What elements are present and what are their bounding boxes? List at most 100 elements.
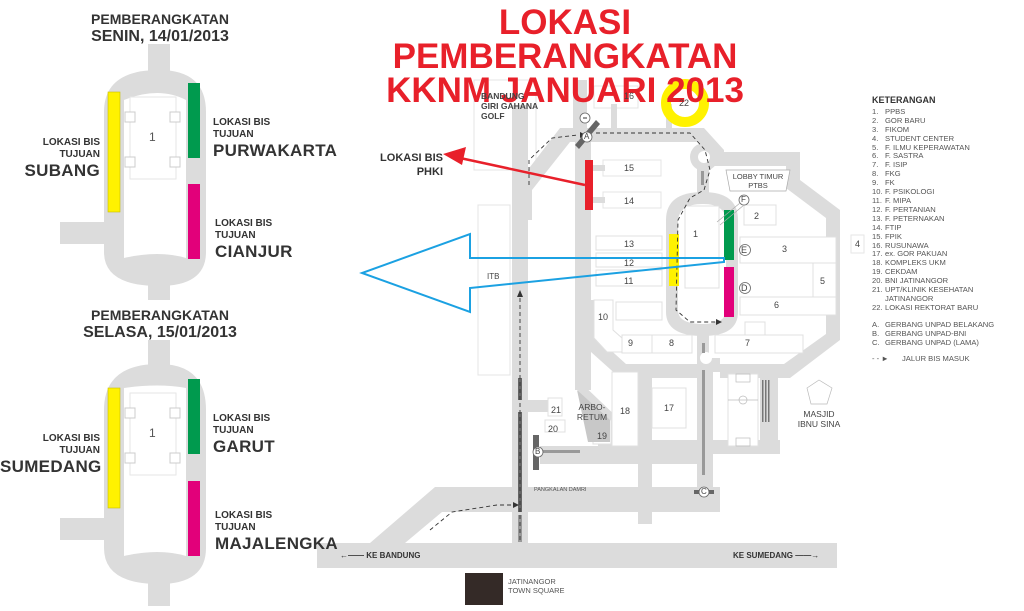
legend-item: 8. FKG: [872, 169, 994, 179]
dashed-arrow-icon: - - ►: [872, 354, 889, 364]
masjid-label-line: MASJID: [803, 409, 835, 419]
legend-route: - - ► JALUR BIS MASUK: [872, 355, 994, 364]
legend-item: 15.FPIK: [872, 231, 994, 242]
legend-item: 1. PPBS: [872, 106, 994, 117]
bus-spot-purwakarta: [188, 83, 200, 158]
legend-item-text: F. ILMU KEPERAWATAN: [885, 142, 970, 152]
legend-item-number: 12.: [872, 204, 883, 214]
golf-label-line: GIRI GAHANA: [481, 101, 539, 111]
title-line-2: KKNM JANUARI 2013: [386, 71, 744, 110]
bus-spot-garut: [188, 379, 200, 454]
building-1: 1: [693, 229, 699, 239]
inset-map-tuesday: [60, 290, 206, 606]
bus-label-text: LOKASI BIS: [215, 218, 273, 229]
legend-item-number: 10.: [872, 187, 883, 197]
phki-label-line: PHKI: [416, 166, 443, 178]
bus-label-majalengka: LOKASI BIS TUJUAN MAJALENGKA: [215, 510, 338, 554]
legend-item-number: 9.: [872, 178, 879, 188]
legend-item-number: 6.: [872, 151, 879, 161]
building-6: 6: [774, 300, 780, 310]
legend-item-number: 8.: [872, 169, 879, 179]
legend-item: 19.CEKDAM: [872, 267, 994, 277]
itb-label: ITB: [487, 272, 500, 281]
bus-spot-sumedang: [107, 387, 121, 509]
phki-arrow: [443, 147, 586, 187]
ke-bandung-text: KE BANDUNG: [366, 551, 421, 560]
bus-label-garut: LOKASI BIS TUJUAN GARUT: [213, 413, 353, 457]
legend-item: 11.F. MIPA: [872, 195, 994, 206]
ke-bandung-label: ←—— KE BANDUNG: [340, 551, 420, 561]
departure-date: SELASA, 15/01/2013: [83, 324, 237, 341]
legend-item-number: 18.: [872, 258, 883, 268]
legend-item-number: B.: [872, 328, 880, 338]
legend-item-number: 1.: [872, 106, 879, 116]
building-3: 3: [782, 244, 788, 254]
arboretum-label-line: ARBO-: [578, 402, 606, 412]
legend-item-number: 15.: [872, 231, 883, 241]
legend-item: 5. F. ILMU KEPERAWATAN: [872, 142, 994, 153]
arboretum-label-line: RETUM: [576, 412, 608, 422]
legend-item: 13.F. PETERNAKAN: [872, 213, 994, 224]
title-line-1: LOKASI PEMBERANGKATAN: [392, 3, 738, 76]
legend-item: 18.KOMPLEKS UKM: [872, 258, 994, 268]
bus-destination: SUBANG: [24, 161, 100, 180]
bus-destination: CIANJUR: [215, 242, 293, 261]
legend-item-number: 22.: [872, 302, 883, 312]
building-5: 5: [820, 276, 826, 286]
building-20: 20: [548, 424, 559, 434]
legend-item-text: CEKDAM: [885, 267, 918, 277]
phki-label: LOKASI BIS PHKI: [350, 151, 443, 179]
gate-d: D: [741, 283, 748, 293]
legend-item-text: FTIP: [885, 222, 902, 232]
gate-a: A: [584, 132, 590, 141]
building-13: 13: [624, 239, 635, 249]
legend-item-text: GOR BARU: [885, 115, 926, 125]
legend-item-number: 21.: [872, 285, 883, 295]
legend-item: 17.ex. GOR PAKUAN: [872, 250, 994, 259]
bus-label-text: TUJUAN: [59, 445, 100, 456]
legend-item: 3. FIKOM: [872, 124, 994, 135]
legend-item-number: 11.: [872, 195, 882, 205]
building-8: 8: [669, 338, 675, 348]
building-22-marker: [661, 79, 709, 127]
building-21: 21: [551, 405, 562, 415]
legend-item-number: 3.: [872, 124, 879, 134]
ke-sumedang-label: KE SUMEDANG ——→: [733, 551, 819, 561]
legend-item-number: 14.: [872, 222, 883, 232]
map-buildings: [544, 204, 837, 447]
building-17: 17: [664, 403, 675, 413]
jatinangor-label: JATINANGOR TOWN SQUARE: [508, 577, 565, 595]
gate-b: B: [535, 447, 541, 456]
bus-label-text: LOKASI BIS: [42, 433, 100, 444]
bus-spot-magenta-main: [724, 267, 734, 317]
map-parcels: [473, 79, 662, 376]
building-9: 9: [628, 338, 634, 348]
bus-destination: GARUT: [213, 437, 275, 456]
lobby-label: LOBBY TIMUR PTBS: [728, 172, 788, 190]
golf-label-line: GOLF: [481, 111, 505, 121]
legend-item-number: 5.: [872, 142, 879, 152]
legend-item-text: F. MIPA: [885, 195, 912, 205]
bus-spot-phki: [585, 160, 593, 210]
legend-item-text: F. PETERNAKAN: [885, 213, 945, 223]
legend-item: 10.F. PSIKOLOGI: [872, 187, 994, 197]
bus-label-text: LOKASI BIS: [42, 137, 100, 148]
legend-item: B.GERBANG UNPAD-BNI: [872, 328, 994, 339]
building-7: 7: [745, 338, 751, 348]
legend-item-text: FIKOM: [885, 124, 910, 134]
legend-item-number: 13.: [872, 213, 883, 223]
legend-item-number: 16.: [872, 240, 883, 250]
legend-item-text: FKG: [885, 169, 901, 179]
building-11: 11: [624, 276, 634, 286]
bus-spot-majalengka: [188, 481, 200, 556]
legend-item-text: KOMPLEKS UKM: [885, 258, 946, 268]
blue-direction-arrow: [359, 232, 725, 314]
legend-item-text: PPBS: [885, 106, 906, 116]
gate-f: F: [741, 195, 746, 204]
legend-item-text: FK: [885, 178, 895, 188]
legend-item: 9. FK: [872, 178, 994, 188]
legend-item-number: 19.: [872, 267, 883, 277]
arrow-left-icon: ←——: [340, 551, 367, 560]
